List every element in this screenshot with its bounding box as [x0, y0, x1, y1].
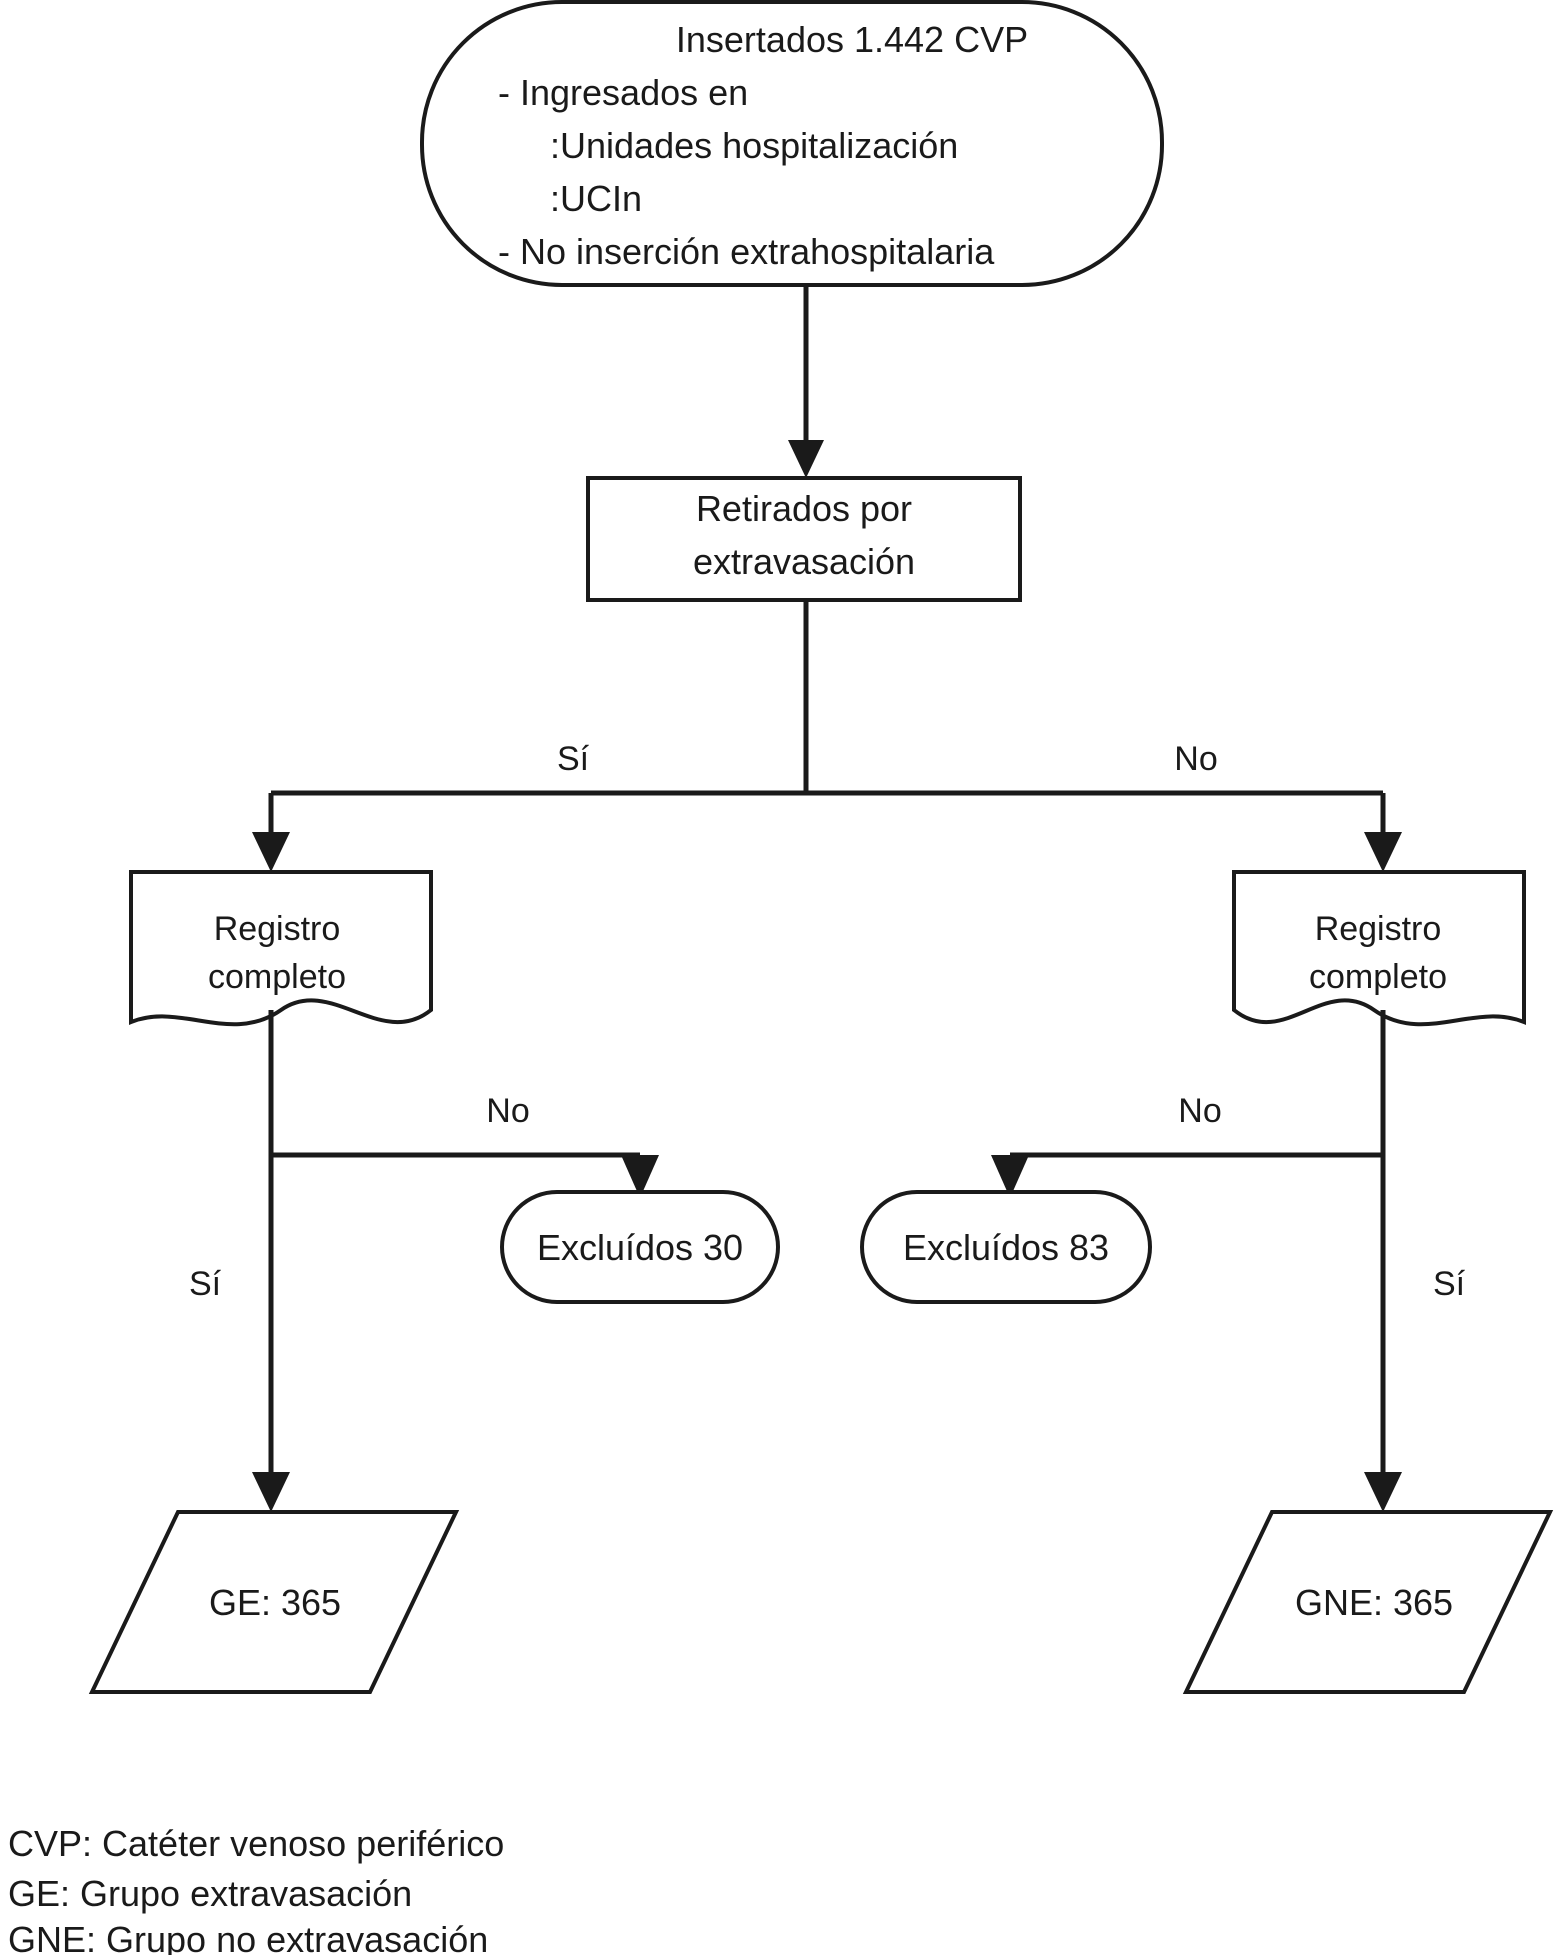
node-doc-right-line-1: Registro — [1315, 910, 1442, 948]
node-doc-left-line-1: Registro — [214, 910, 341, 948]
arrowhead-branch-left — [252, 832, 290, 872]
node-top-line-4: :UCIn — [550, 178, 642, 219]
node-top-line-5: - No inserción extrahospitalaria — [498, 231, 995, 272]
edge-label-left-yes: Sí — [189, 1265, 222, 1303]
node-top-inserted-cvp — [420, 0, 1164, 287]
arrowhead-right-excluded — [991, 1155, 1029, 1198]
node-doc-right-line-2: completo — [1309, 958, 1447, 996]
arrowhead-top-to-process — [788, 440, 824, 478]
node-result-right-label: GNE: 365 — [1295, 1582, 1453, 1623]
node-top-line-2: - Ingresados en — [498, 72, 748, 113]
legend-line-3: GNE: Grupo no extravasación — [8, 1919, 488, 1955]
edge-label-left-no: No — [486, 1092, 529, 1130]
node-process-retirados — [586, 476, 1022, 602]
node-excluded-left-label: Excluídos 30 — [537, 1227, 743, 1268]
edge-label-right-yes: Sí — [1433, 1265, 1466, 1303]
legend-line-1: CVP: Catéter venoso periférico — [8, 1823, 504, 1864]
arrowhead-branch-right — [1364, 832, 1402, 872]
node-doc-right-registro-completo — [1232, 870, 1526, 1027]
node-process-line-2: extravasación — [693, 541, 915, 582]
arrowhead-left-result — [252, 1472, 290, 1512]
node-process-line-1: Retirados por — [696, 488, 912, 529]
node-result-left-ge — [88, 1510, 460, 1694]
node-result-right-gne — [1182, 1510, 1554, 1694]
node-doc-left-line-2: completo — [208, 958, 346, 996]
arrowhead-left-excluded — [621, 1155, 659, 1198]
node-top-line-1: Insertados 1.442 CVP — [676, 19, 1028, 60]
node-result-left-label: GE: 365 — [209, 1582, 341, 1623]
node-excluded-right — [860, 1190, 1152, 1304]
node-excluded-left — [500, 1190, 780, 1304]
edge-label-branch-no: No — [1174, 740, 1217, 778]
legend-line-2: GE: Grupo extravasación — [8, 1873, 412, 1914]
arrowhead-right-result — [1364, 1472, 1402, 1512]
edge-label-right-no: No — [1178, 1092, 1221, 1130]
node-doc-left-registro-completo — [129, 870, 433, 1027]
node-top-line-3: :Unidades hospitalización — [550, 125, 958, 166]
node-excluded-right-label: Excluídos 83 — [903, 1227, 1109, 1268]
edge-label-branch-yes: Sí — [557, 740, 590, 778]
